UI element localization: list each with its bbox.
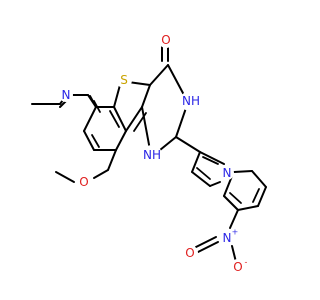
bond xyxy=(223,175,233,197)
bond xyxy=(93,169,109,179)
atom-o-nitro-upper: O xyxy=(182,245,198,261)
bond xyxy=(191,151,201,173)
bond xyxy=(83,106,97,132)
bond xyxy=(127,81,151,86)
atom-n-pyridine: N xyxy=(59,88,73,102)
bond xyxy=(202,156,219,165)
bond xyxy=(209,181,221,187)
nh-label-upper: NH xyxy=(182,94,200,108)
bond xyxy=(223,195,239,211)
nitro-oxygen-label-single: O xyxy=(233,260,242,274)
pyridine-nitrogen-label: N xyxy=(62,88,71,102)
bond xyxy=(107,149,117,171)
atom-nh-3: NH xyxy=(180,91,200,111)
bond xyxy=(252,188,260,203)
atom-nh-1: NH xyxy=(142,145,162,165)
bond xyxy=(233,170,253,173)
sulfur-label: S xyxy=(120,73,128,87)
bond xyxy=(87,94,97,108)
bond xyxy=(167,64,185,96)
atom-o-methoxy: O xyxy=(76,174,92,190)
bond xyxy=(175,136,201,153)
nitro-positive-charge: + xyxy=(232,228,239,237)
bond xyxy=(115,130,127,151)
bond xyxy=(199,151,225,165)
nh-label-lower: NH xyxy=(143,148,161,162)
atom-o-carbonyl: O xyxy=(158,32,174,48)
bond xyxy=(141,106,151,151)
bond xyxy=(231,245,237,263)
bond xyxy=(196,167,211,180)
atom-labels: S O N NH NH N O N + xyxy=(59,32,248,275)
molecule-structure: S O N NH NH N O N + xyxy=(31,32,267,275)
nitro-nitrogen-label: N xyxy=(223,231,232,245)
carbonyl-oxygen-label: O xyxy=(161,33,170,47)
bond xyxy=(257,186,267,207)
bond xyxy=(195,236,217,248)
bond xyxy=(113,84,121,108)
bond xyxy=(229,209,239,229)
bond xyxy=(159,136,177,151)
bond xyxy=(191,171,211,187)
atom-n-nitro: N + xyxy=(219,228,239,246)
bond xyxy=(149,64,169,86)
atom-s: S xyxy=(116,72,132,88)
bond xyxy=(125,106,143,132)
bond xyxy=(141,84,151,108)
bond xyxy=(55,171,75,183)
bond xyxy=(229,192,242,204)
pyrrole-nitrogen-label: N xyxy=(223,166,232,180)
bond xyxy=(237,205,259,211)
bond xyxy=(113,106,127,132)
bond xyxy=(175,107,187,138)
nitro-oxygen-label-double: O xyxy=(185,246,194,260)
bond xyxy=(83,130,95,151)
atom-n-pyrrole: N xyxy=(220,166,234,180)
atom-o-nitro-lower: O - xyxy=(230,258,248,275)
bond xyxy=(91,134,100,148)
bond xyxy=(251,170,267,188)
bond xyxy=(197,241,219,253)
methoxy-oxygen-label: O xyxy=(79,175,88,189)
bond xyxy=(109,110,120,128)
nitro-negative-charge: - xyxy=(245,258,248,267)
